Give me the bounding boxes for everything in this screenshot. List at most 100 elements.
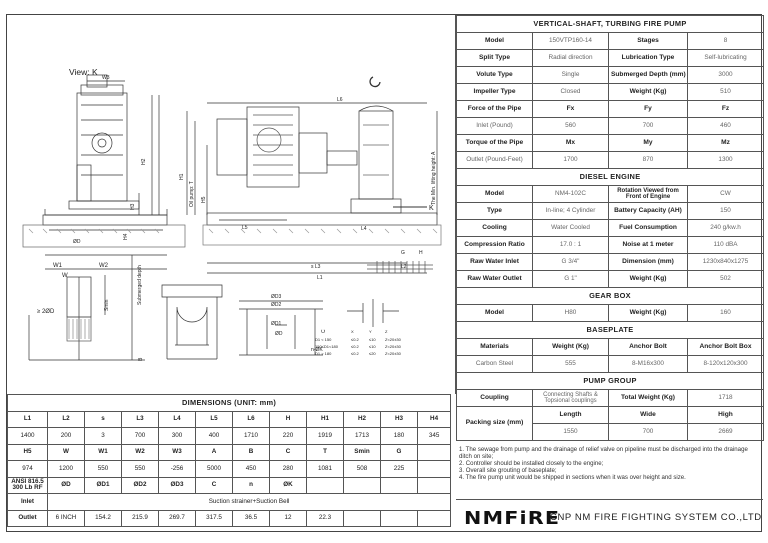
spec-value: Water Cooled xyxy=(532,219,609,237)
spec-value: 700 xyxy=(608,423,688,441)
spec-label: Raw Water Inlet xyxy=(456,253,533,271)
dim-value-cell: 6 INCH xyxy=(47,509,85,527)
spec-value: In-line; 4 Cylinder xyxy=(532,202,609,220)
dim-header-cell: H5 xyxy=(7,443,48,461)
spec-label: Dimension (mm) xyxy=(608,253,688,271)
dim-value-cell: 700 xyxy=(121,427,159,445)
notes-block: 1. The sewage from pump and the drainage… xyxy=(456,445,763,500)
spec-value: G 3/4" xyxy=(532,253,609,271)
dim-value-cell: 36.5 xyxy=(232,509,270,527)
dim-header-cell: ØK xyxy=(269,476,307,494)
spec-value: G 1" xyxy=(532,270,609,288)
dim-header-cell xyxy=(416,476,452,494)
dim-value-cell: 450 xyxy=(232,460,270,478)
dim-k: K xyxy=(429,205,434,212)
dim-value-cell: 269.7 xyxy=(158,509,196,527)
tol-head-x: X xyxy=(351,329,354,334)
tol-cell: D1 > 180 xyxy=(315,351,332,356)
spec-label: Rotation Viewed from Front of Engine xyxy=(608,185,688,203)
dim-header-cell: W3 xyxy=(158,443,196,461)
dim-header-cell: W2 xyxy=(121,443,159,461)
gearbox-section-title: GEAR BOX xyxy=(455,287,765,305)
tol-cell: ≤0.2 xyxy=(351,344,360,349)
spec-value: 1300 xyxy=(686,151,765,169)
dim-header-cell: ØD2 xyxy=(121,476,159,494)
dim-value-cell: 508 xyxy=(343,460,381,478)
spec-label: Mz xyxy=(686,134,765,152)
spec-value: 560 xyxy=(532,117,609,135)
dim-value-cell: 200 xyxy=(47,427,85,445)
spec-value: Connecting Shafts & Topsional couplings xyxy=(532,389,609,407)
spec-label: Model xyxy=(456,185,533,203)
dim-header-cell: L4 xyxy=(158,410,196,428)
tol-cell: ≤10 xyxy=(369,344,376,349)
spec-value: 17.0 : 1 xyxy=(532,236,609,254)
dim-value-cell: 280 xyxy=(269,460,307,478)
spec-value: Carbon Steel xyxy=(456,355,533,373)
dim-header-cell: n xyxy=(232,476,270,494)
dim-h2: H2 xyxy=(141,158,147,165)
dim-value-cell: 225 xyxy=(380,460,418,478)
dim-h3: H3 xyxy=(130,203,136,210)
dim-header-cell: ANSI 816.5 300 Lb RF xyxy=(7,476,48,494)
dim-c: C xyxy=(321,329,327,333)
dim-phid: ØD xyxy=(73,239,81,245)
dim-header-cell: L6 xyxy=(232,410,270,428)
spec-label: Split Type xyxy=(456,49,533,67)
spec-label: Inlet (Pound) xyxy=(456,117,533,135)
dim-header-cell: H2 xyxy=(343,410,381,428)
spec-label: Total Weight (Kg) xyxy=(608,389,688,407)
dim-value-cell xyxy=(380,509,418,527)
spec-value: 1230x840x1275 xyxy=(686,253,765,271)
spec-label: Impeller Type xyxy=(456,83,533,101)
dim-w3: W3 xyxy=(102,75,110,81)
spec-label: Noise at 1 meter xyxy=(608,236,688,254)
spec-value: 1700 xyxy=(532,151,609,169)
dim-value-cell: 5000 xyxy=(195,460,233,478)
spec-label: Weight (Kg) xyxy=(608,83,688,101)
dim-submerged: Submerged depth xyxy=(137,265,143,305)
spec-label: Fz xyxy=(686,100,765,118)
company-footer: NMFiRE CNP NM FIRE FIGHTING SYSTEM CO.,L… xyxy=(456,500,763,533)
note-item: 1. The sewage from pump and the drainage… xyxy=(459,446,748,460)
spec-label: Cooling xyxy=(456,219,533,237)
company-logo: NMFiRE xyxy=(464,508,561,529)
spec-value: 150VTP160-14 xyxy=(532,32,609,50)
spec-value: 160 xyxy=(686,304,765,322)
dim-header-cell: G xyxy=(380,443,418,461)
spec-label: Wide xyxy=(608,406,688,424)
spec-label: Fy xyxy=(608,100,688,118)
spec-value: Radial direction xyxy=(532,49,609,67)
tol-cell: ≤10 xyxy=(369,337,376,342)
spec-value: CW xyxy=(686,185,765,203)
dim-d: ØD xyxy=(275,331,283,337)
dim-value-cell: 300 xyxy=(158,427,196,445)
dim-header-cell: ØD xyxy=(47,476,85,494)
baseplate-section-title: BASEPLATE xyxy=(455,321,765,339)
spec-label: Weight (Kg) xyxy=(608,270,688,288)
tol-cell: Z<20±30 xyxy=(385,337,402,342)
spec-value: 700 xyxy=(608,117,688,135)
spec-value: 8 xyxy=(686,32,765,50)
spec-label: Model xyxy=(456,304,533,322)
pump-group-section-title: PUMP GROUP xyxy=(455,372,765,390)
spec-label: Battery Capacity (AH) xyxy=(608,202,688,220)
dim-header-cell: ØD1 xyxy=(84,476,122,494)
dim-header-cell xyxy=(343,476,381,494)
dim-d2: ØD2 xyxy=(271,302,282,308)
spec-label: Type xyxy=(456,202,533,220)
spec-value: 460 xyxy=(686,117,765,135)
tol-cell: D1 < 150 xyxy=(315,337,332,342)
dim-header-cell: A xyxy=(195,443,233,461)
spec-value: Closed xyxy=(532,83,609,101)
dim-header-cell: L2 xyxy=(47,410,85,428)
spec-title: VERTICAL-SHAFT, TURBING FIRE PUMP xyxy=(455,15,765,33)
dim-header-cell xyxy=(380,476,418,494)
dim-w2: W2 xyxy=(99,263,109,269)
packing-values-row: 1550 700 2669 xyxy=(457,423,765,441)
